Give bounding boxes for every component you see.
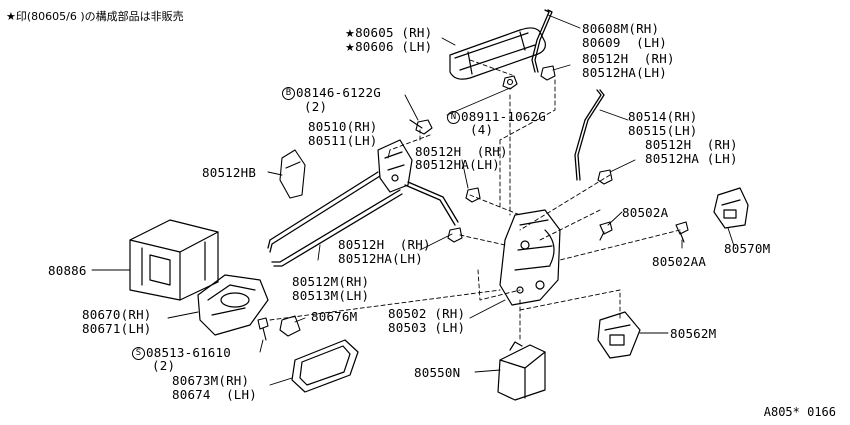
label-80886: 80886 [48,263,87,278]
label-80570m: 80570M [724,241,771,256]
label-80671: 80671(LH) [82,321,152,336]
label-80502: 80502 (RH) [388,306,466,321]
label-80676m: 80676M [311,309,358,324]
note-non-sale-parts: ★印(80605/6 )の構成部品は非販売 [6,10,184,23]
label-80512h-d: 80512H (RH) [338,237,431,252]
screw-80502a [599,221,613,241]
striker-80570m [713,187,749,229]
label-80550n: 80550N [414,365,461,380]
outside-handle [449,27,546,80]
screw-08513 [257,317,269,341]
label-80512ha-a: 80512HA(LH) [582,65,667,80]
label-80515: 80515(LH) [628,123,698,138]
label-80510: 80510(RH) [308,119,378,134]
note-text: 印(80605/6 )の構成部品は非販売 [15,10,184,23]
actuator-80562m [597,311,641,359]
label-80512h-c: 80512H (RH) [645,137,738,152]
label-80673m: 80673M(RH) [172,373,250,388]
label-08146-qty: (2) [304,99,328,114]
label-80512ha-b: 80512HA(LH) [415,157,500,172]
nut-symbol: N [447,111,460,124]
label-08513-qty: (2) [152,358,176,373]
bolt-08146 [409,119,433,135]
clip-80512h-a [540,65,556,81]
nut-08911 [502,75,518,90]
label-80609: 80609 (LH) [582,35,667,50]
actuator-80550n [497,341,546,401]
label-80562m: 80562M [670,326,717,341]
lock-rod-80514 [574,89,605,181]
diagram-code: A805* 0166 [763,405,836,419]
label-80670: 80670(RH) [82,307,152,322]
screw-symbol: S [132,347,145,360]
star-symbol: ★ [6,10,16,23]
label-80674: 80674 (LH) [172,387,257,402]
label-80511: 80511(LH) [308,133,378,148]
bezel-80673m [291,339,359,393]
label-80502aa: 80502AA [652,254,707,269]
clip-80512h-d [447,227,463,243]
label-80512ha-c: 80512HA (LH) [645,151,738,166]
label-80503: 80503 (LH) [388,320,466,335]
screw-80502aa [675,221,689,243]
inside-handle-80670 [197,274,269,336]
label-80512m: 80512M(RH) [292,274,370,289]
remote-rods [267,171,459,267]
label-80502a: 80502A [622,205,669,220]
clip-80512h-c [597,169,613,185]
label-80512hb: 80512HB [202,165,257,180]
label-80512h-a: 80512H (RH) [582,51,675,66]
label-08911-qty: (4) [470,122,494,137]
pad-80886 [129,219,219,301]
handle-rod [531,9,553,73]
label-80512ha-d: 80512HA(LH) [338,251,423,266]
clip-80512hb [279,149,306,199]
bolt-symbol: B [282,87,295,100]
label-80606: ★80606 (LH) [345,39,433,54]
door-lock-assembly [499,209,561,306]
label-80605: ★80605 (RH) [345,25,433,40]
label-80513m: 80513M(LH) [292,288,370,303]
clip-80512h-b [465,187,481,203]
escutcheon-80676m [279,315,301,337]
label-80608m: 80608M(RH) [582,21,660,36]
leader-lines [91,14,735,386]
label-80514: 80514(RH) [628,109,698,124]
label-80512h-b: 80512H (RH) [415,144,508,159]
